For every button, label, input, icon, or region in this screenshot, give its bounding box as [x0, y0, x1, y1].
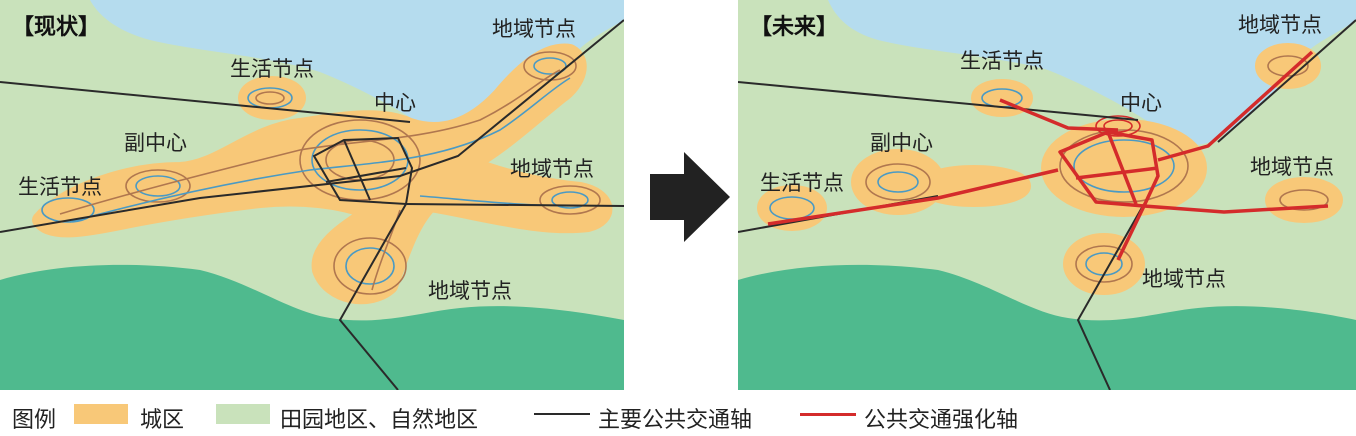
label-center: 中心 — [1120, 91, 1162, 115]
enhanced-axis-swatch — [800, 413, 856, 416]
legend: 图例 城区 田园地区、自然地区 主要公共交通轴 公共交通强化轴 — [0, 392, 1356, 436]
label-life-node-top: 生活节点 — [960, 49, 1044, 73]
label-life-node-top: 生活节点 — [230, 57, 314, 81]
contour-lines — [769, 55, 1329, 283]
current-state-map-svg: 【现状】 生活节点 中心 副中心 生活节点 地域节点 地域节点 地域节点 — [0, 0, 625, 391]
main-transit-axes — [0, 19, 625, 391]
legend-enhanced-transit-axis: 公共交通强化轴 — [864, 408, 1019, 433]
future-state-map: 【未来】 生活节点 中心 副中心 生活节点 地域节点 地域节点 地域节点 — [737, 0, 1356, 391]
label-subcenter: 副中心 — [124, 131, 187, 155]
label-region-node-top: 地域节点 — [492, 17, 576, 41]
label-region-node-bottom: 地域节点 — [428, 279, 512, 303]
label-region-node-right: 地域节点 — [1250, 155, 1334, 179]
label-region-node-bottom: 地域节点 — [1142, 267, 1226, 291]
transition-arrow-icon — [650, 152, 730, 242]
panel-title: 【现状】 — [12, 15, 100, 40]
legend-title: 图例 — [12, 408, 57, 433]
urban-area-swatch — [74, 404, 128, 424]
forest-area — [738, 264, 1356, 390]
label-life-node-left: 生活节点 — [18, 175, 102, 199]
legend-main-transit-axis: 主要公共交通轴 — [598, 408, 753, 433]
water-area — [828, 0, 1356, 145]
label-life-node-left: 生活节点 — [760, 171, 844, 195]
legend-urban-area: 城区 — [140, 408, 185, 433]
enhanced-transit-axes — [767, 50, 1329, 261]
rural-natural-swatch — [216, 404, 270, 424]
label-subcenter: 副中心 — [870, 131, 933, 155]
label-region-node-top: 地域节点 — [1238, 13, 1322, 37]
current-state-map: 【现状】 生活节点 中心 副中心 生活节点 地域节点 地域节点 地域节点 — [0, 0, 625, 391]
future-state-map-svg: 【未来】 生活节点 中心 副中心 生活节点 地域节点 地域节点 地域节点 — [737, 0, 1356, 391]
label-center: 中心 — [374, 91, 416, 115]
label-region-node-right: 地域节点 — [510, 157, 594, 181]
panel-title: 【未来】 — [750, 15, 838, 40]
legend-rural-natural: 田园地区、自然地区 — [280, 408, 479, 433]
forest-area — [0, 264, 624, 390]
main-axis-swatch — [534, 413, 590, 415]
